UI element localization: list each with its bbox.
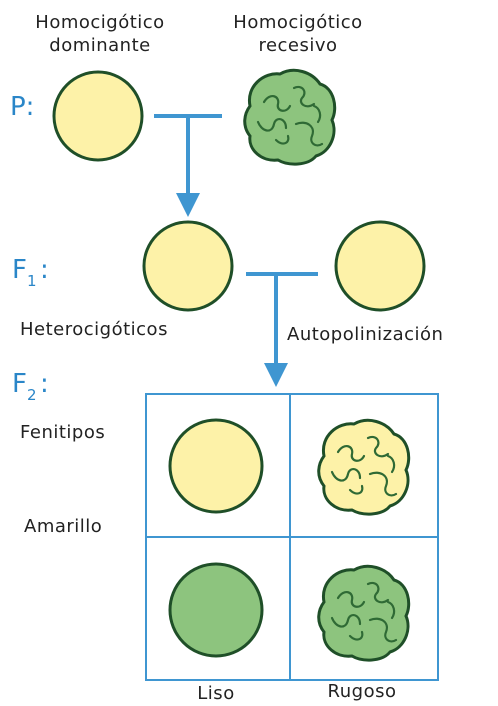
- smooth-column-label: Liso: [197, 683, 234, 704]
- f2-green-wrinkled-seed: [317, 564, 411, 662]
- recessive-label-line1: Homocigótico: [233, 12, 362, 33]
- generation-f2-colon: :: [40, 369, 49, 399]
- self-pollination-label: Autopolinización: [287, 324, 443, 345]
- dominant-label-line1: Homocigótico: [35, 12, 164, 33]
- wrinkled-column-label: Rugoso: [328, 681, 397, 702]
- f1-heterozygous-seed-right: [334, 220, 426, 312]
- f2-yellow-smooth-seed: [168, 418, 264, 514]
- yellow-row-label: Amarillo: [24, 516, 102, 537]
- heterozygous-label: Heterocigóticos: [20, 319, 168, 340]
- f2-green-smooth-seed: [168, 562, 264, 658]
- generation-f1-subscript: 1: [27, 272, 37, 290]
- p-dominant-yellow-smooth-seed: [52, 70, 144, 162]
- p-recessive-green-wrinkled-seed: [243, 68, 337, 166]
- recessive-label-line2: recesivo: [258, 35, 337, 56]
- generation-f2-letter: F: [12, 369, 27, 399]
- f1-heterozygous-seed-left: [142, 220, 234, 312]
- generation-f1-letter: F: [12, 255, 27, 285]
- f2-yellow-wrinkled-seed: [317, 418, 411, 516]
- generation-f2-subscript: 2: [27, 386, 37, 404]
- dominant-label-line2: dominante: [49, 35, 150, 56]
- generation-p-label: P:: [10, 92, 34, 122]
- generation-f1-colon: :: [40, 255, 49, 285]
- phenotypes-label: Fenitipos: [20, 422, 105, 443]
